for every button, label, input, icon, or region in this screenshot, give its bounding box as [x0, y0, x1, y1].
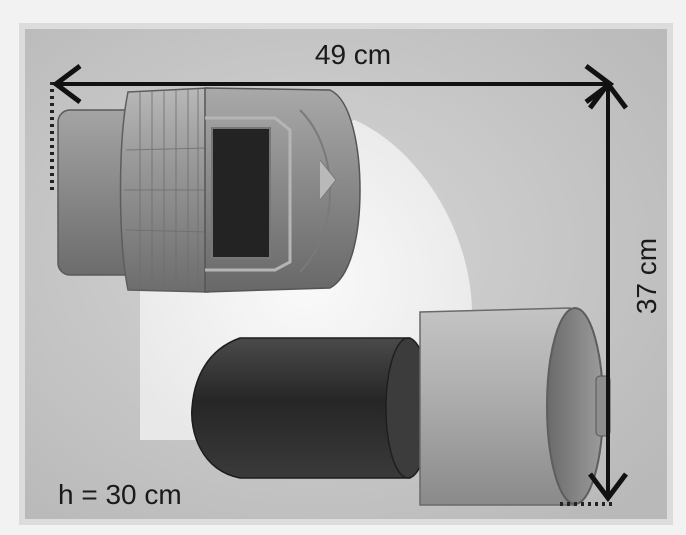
drum-ribs — [124, 89, 209, 292]
lower-source-unit — [191, 307, 612, 506]
detector-window — [211, 127, 271, 259]
depth-dimension — [588, 79, 628, 503]
depth-arrow-top-head — [588, 79, 628, 110]
upper-detector-unit — [50, 82, 361, 293]
window-frame — [205, 116, 292, 272]
width-arrow-left-head — [51, 64, 82, 104]
dark-cylinder — [191, 337, 411, 479]
width-label: 49 cm — [315, 39, 391, 70]
height-label: h = 30 cm — [58, 479, 182, 510]
light-cylinder-opening — [546, 307, 604, 505]
depth-label: 37 cm — [631, 238, 662, 314]
head-right-detail — [299, 109, 332, 273]
depth-arrow-bottom-head — [588, 472, 628, 503]
